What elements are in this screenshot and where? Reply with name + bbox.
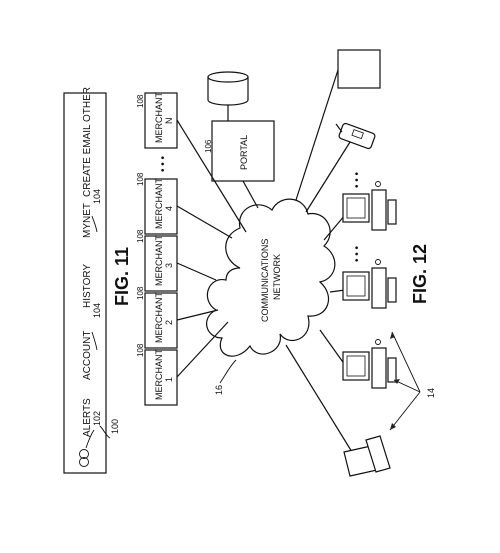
link-laptop xyxy=(285,344,353,453)
client-ellipsis-top: • • • xyxy=(352,171,363,188)
ref-108-3: 108 xyxy=(136,229,145,243)
database-icon xyxy=(207,71,249,121)
remote-device-box xyxy=(337,49,381,89)
merchant-1-id: 1 xyxy=(164,377,174,382)
merchant-box-1: MERCHANT 1 xyxy=(144,348,178,406)
portal-box: PORTAL 106 xyxy=(204,120,275,182)
link-pc-bottom xyxy=(319,329,346,366)
ref-108-4: 108 xyxy=(136,172,145,186)
ref-14-arrows xyxy=(389,331,421,431)
ref-108-1: 108 xyxy=(136,343,145,357)
fig12-title: FIG. 12 xyxy=(410,244,430,304)
merchant-box-n: MERCHANT N xyxy=(144,91,178,149)
communications-network-cloud: COMMUNICATIONS NETWORK xyxy=(206,198,336,357)
menu-item-alerts: ALERTS xyxy=(82,398,93,437)
network-label-line1: COMMUNICATIONS xyxy=(260,239,270,322)
portal-label: PORTAL xyxy=(239,135,249,170)
ref-104-mynet: 104 xyxy=(92,189,102,204)
merchant-ellipsis: • • • xyxy=(158,155,169,172)
merchant-2-label: MERCHANT xyxy=(154,291,164,343)
menu-item-mynet: MYNET xyxy=(82,203,93,238)
link-merchant-n xyxy=(176,119,247,233)
ref-100: 100 xyxy=(110,419,120,434)
menu-bar-frame xyxy=(63,92,107,474)
link-merchant-2 xyxy=(176,309,219,321)
leader-16 xyxy=(219,359,237,384)
link-merchant-3 xyxy=(176,262,217,281)
link-merchant-4 xyxy=(176,205,233,239)
leader-104-mynet xyxy=(91,215,98,233)
link-phone xyxy=(305,141,351,213)
merchant-1-label: MERCHANT xyxy=(154,348,164,400)
ref-14: 14 xyxy=(426,388,436,398)
laptop-icon xyxy=(343,435,391,477)
mobile-phone-icon xyxy=(335,122,376,150)
leader-100 xyxy=(99,425,111,439)
merchant-4-id: 4 xyxy=(164,206,174,211)
menu-item-create-email: CREATE EMAIL xyxy=(82,124,93,197)
fig11-title: FIG. 11 xyxy=(112,247,132,306)
menu-item-account: ACCOUNT xyxy=(82,331,93,380)
merchant-box-2: MERCHANT 2 xyxy=(144,291,178,349)
client-ellipsis-middle: • • • xyxy=(352,245,363,262)
logo-icon xyxy=(79,449,89,467)
computer-icon-top xyxy=(342,181,397,231)
computer-icon-bottom xyxy=(342,339,397,389)
menu-item-history: HISTORY xyxy=(82,264,93,308)
ref-104-account: 104 xyxy=(92,303,102,318)
merchant-n-label: MERCHANT xyxy=(154,91,164,143)
merchant-box-4: MERCHANT 4 xyxy=(144,177,178,235)
ref-106: 106 xyxy=(204,139,213,153)
merchant-4-label: MERCHANT xyxy=(154,177,164,229)
leader-102 xyxy=(85,429,95,449)
link-merchant-1 xyxy=(176,321,229,378)
link-top-box xyxy=(295,69,339,201)
computer-icon-middle xyxy=(342,259,397,309)
merchant-box-3: MERCHANT 3 xyxy=(144,234,178,292)
merchant-n-id: N xyxy=(164,118,174,125)
network-label-line2: NETWORK xyxy=(272,254,282,300)
menu-item-other: OTHER xyxy=(82,87,93,122)
merchant-3-id: 3 xyxy=(164,263,174,268)
link-portal xyxy=(242,180,259,209)
fig11-menu-bar: ALERTS ACCOUNT HISTORY MYNET CREATE EMAI… xyxy=(63,87,132,474)
ref-16: 16 xyxy=(214,385,224,395)
merchant-2-id: 2 xyxy=(164,320,174,325)
ref-108-n: 108 xyxy=(136,94,145,108)
fig12-network-diagram: MERCHANT 1 MERCHANT 2 MERCHANT 3 MERCHAN… xyxy=(136,49,436,477)
merchant-3-label: MERCHANT xyxy=(154,234,164,286)
ref-102: 102 xyxy=(92,411,102,426)
link-pc-top xyxy=(323,214,346,241)
ref-108-2: 108 xyxy=(136,286,145,300)
leader-104-account xyxy=(91,331,98,351)
